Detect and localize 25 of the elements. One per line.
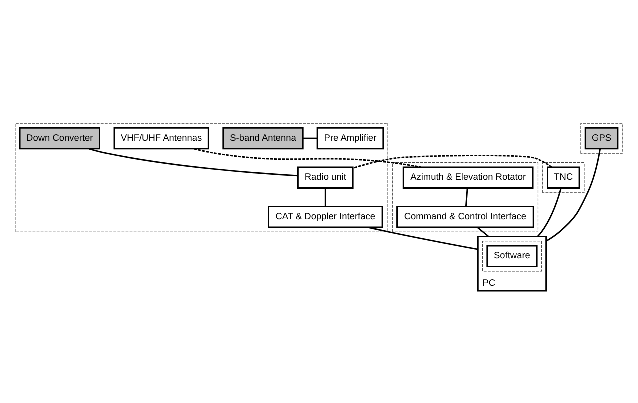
- connector: [89, 148, 298, 177]
- connector: [368, 226, 478, 250]
- node-box: Down Converter: [19, 127, 100, 150]
- node-box: GPS: [584, 127, 619, 150]
- node-box: TNC: [547, 166, 580, 189]
- connector: [537, 188, 562, 238]
- node-box: Azimuth & Elevation Rotator: [402, 166, 534, 189]
- node-box: Command & Control Interface: [396, 206, 534, 228]
- node-box: Pre Amplifier: [316, 127, 384, 150]
- cluster: [15, 123, 388, 232]
- cluster: [542, 162, 585, 194]
- connector: [194, 148, 422, 168]
- connector: [303, 138, 318, 140]
- connector: [546, 148, 602, 242]
- connector: [352, 155, 552, 170]
- cluster: [482, 241, 542, 272]
- connector: [465, 188, 468, 207]
- node-box: S-band Antenna: [222, 127, 304, 150]
- connector: [477, 227, 490, 238]
- cluster: [392, 162, 539, 232]
- connector: [324, 188, 326, 206]
- node-box: Radio unit: [297, 166, 354, 189]
- node-box: VHF/UHF Antennas: [114, 127, 210, 150]
- node-box: Software: [486, 245, 538, 268]
- node-box: CAT & Doppler Interface: [268, 206, 384, 228]
